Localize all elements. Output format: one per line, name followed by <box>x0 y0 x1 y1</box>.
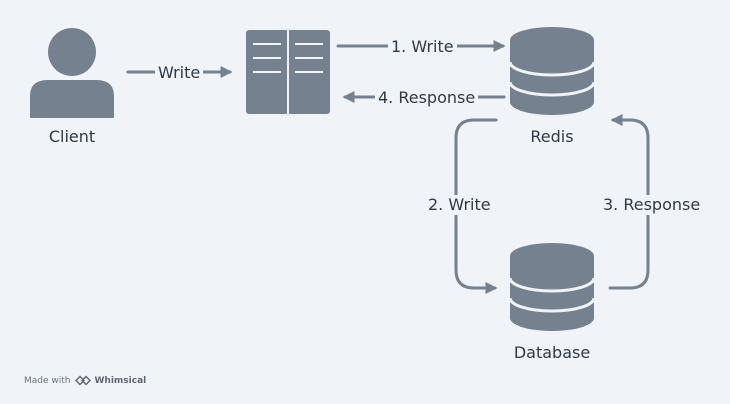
redis-database-icon[interactable] <box>508 27 596 115</box>
edge-label-redis-to-server: 4. Response <box>375 88 479 108</box>
watermark-prefix: Made with <box>24 375 71 386</box>
edge-label-server-to-redis: 1. Write <box>388 37 457 57</box>
edge-label-client-to-server: Write <box>155 63 204 83</box>
whimsical-logo-icon <box>74 375 91 386</box>
database-icon[interactable] <box>508 243 596 331</box>
database-label: Database <box>513 343 591 362</box>
watermark-brand: Whimsical <box>94 375 147 386</box>
edge-label-redis-to-database: 2. Write <box>425 195 494 215</box>
watermark: Made with Whimsical <box>24 375 146 386</box>
client-person-icon[interactable] <box>30 28 114 118</box>
server-icon[interactable] <box>246 30 330 114</box>
edge-label-database-to-redis: 3. Response <box>600 195 704 215</box>
client-label: Client <box>48 127 96 146</box>
redis-label: Redis <box>530 127 574 146</box>
